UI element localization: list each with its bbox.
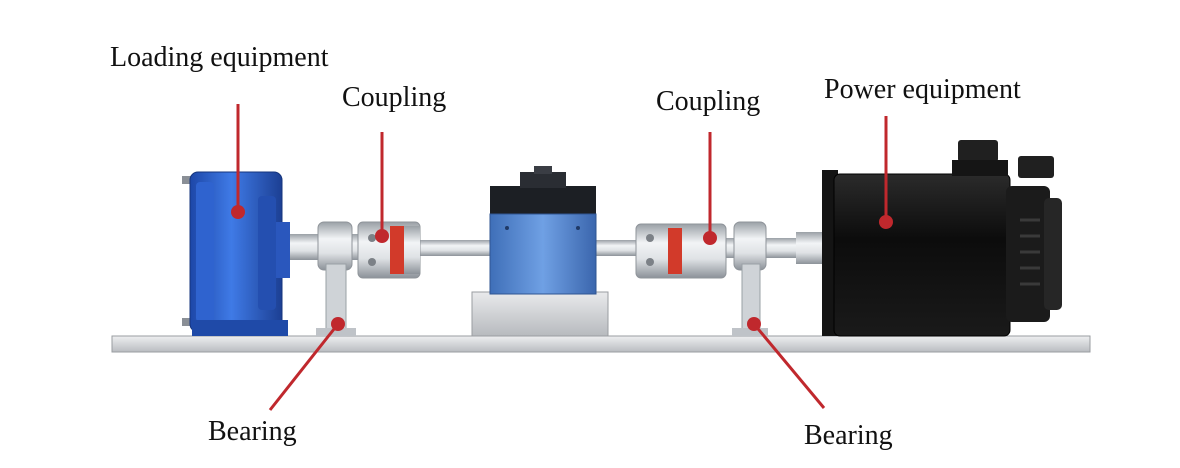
leader-bearing-left (268, 323, 340, 411)
marker-loading-equipment (231, 205, 245, 219)
coupling-left-part (357, 221, 421, 279)
torque-sensor (471, 166, 609, 337)
label-power-equipment: Power equipment (824, 74, 1021, 105)
label-bearing-left: Bearing (208, 416, 297, 447)
leader-markers (231, 205, 893, 331)
label-loading-equipment: Loading equipment (110, 42, 329, 73)
label-coupling-left: Coupling (342, 82, 447, 113)
marker-coupling-left (375, 229, 389, 243)
base-plate (111, 335, 1091, 353)
marker-power-equipment (879, 215, 893, 229)
leader-lines (236, 104, 888, 411)
power-equipment (822, 140, 1062, 337)
marker-bearing-right (747, 317, 761, 331)
marker-bearing-left (331, 317, 345, 331)
marker-coupling-right (703, 231, 717, 245)
label-coupling-right: Coupling (656, 86, 761, 117)
loading-equipment (182, 171, 290, 336)
leader-bearing-right (752, 323, 826, 409)
label-bearing-right: Bearing (804, 420, 893, 451)
